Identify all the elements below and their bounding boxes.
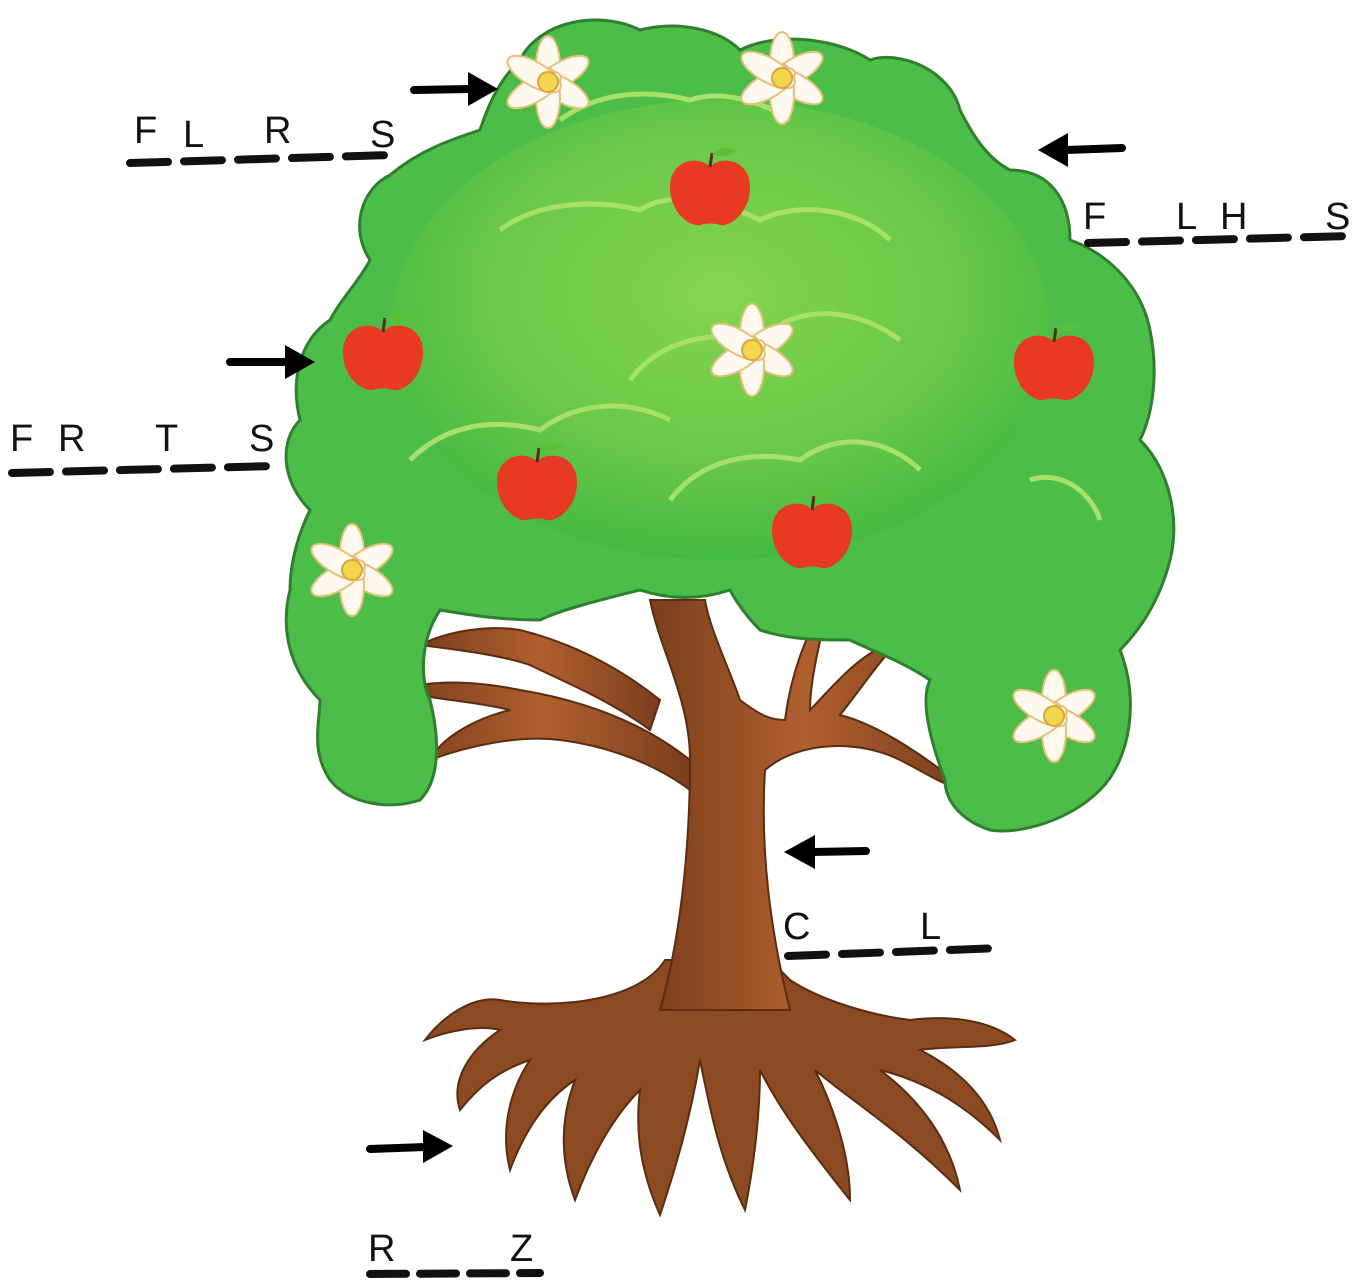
label-letter: R	[58, 420, 85, 458]
label-letter: C	[783, 908, 810, 946]
arrow-left-icon	[784, 835, 866, 869]
label-letter: S	[370, 116, 395, 154]
label-letter: S	[1325, 198, 1350, 236]
label-letter: F	[1083, 198, 1106, 236]
label-letter: F	[134, 112, 157, 150]
label-flowers: F L R S	[0, 112, 400, 156]
label-letter: S	[249, 420, 274, 458]
arrow-right-icon	[370, 1130, 453, 1163]
label-letter: R	[368, 1230, 395, 1268]
label-letter: Z	[510, 1230, 533, 1268]
label-fruits: F R T S	[0, 420, 290, 464]
label-letter: L	[183, 116, 204, 154]
label-roots: R Z	[360, 1230, 560, 1274]
arrow-right-icon	[414, 72, 498, 106]
arrow-left-icon	[1038, 133, 1122, 167]
label-letter: H	[1220, 198, 1247, 236]
label-trunk: C L	[780, 908, 1010, 952]
label-letter: L	[920, 908, 941, 946]
answer-line-fruits	[12, 466, 274, 473]
label-letter: F	[10, 420, 33, 458]
label-letter: L	[1176, 198, 1197, 236]
label-letter: R	[264, 112, 291, 150]
answer-line-flowers	[130, 155, 392, 163]
label-leaves: F L H S	[1080, 198, 1366, 242]
label-letter: T	[155, 420, 178, 458]
